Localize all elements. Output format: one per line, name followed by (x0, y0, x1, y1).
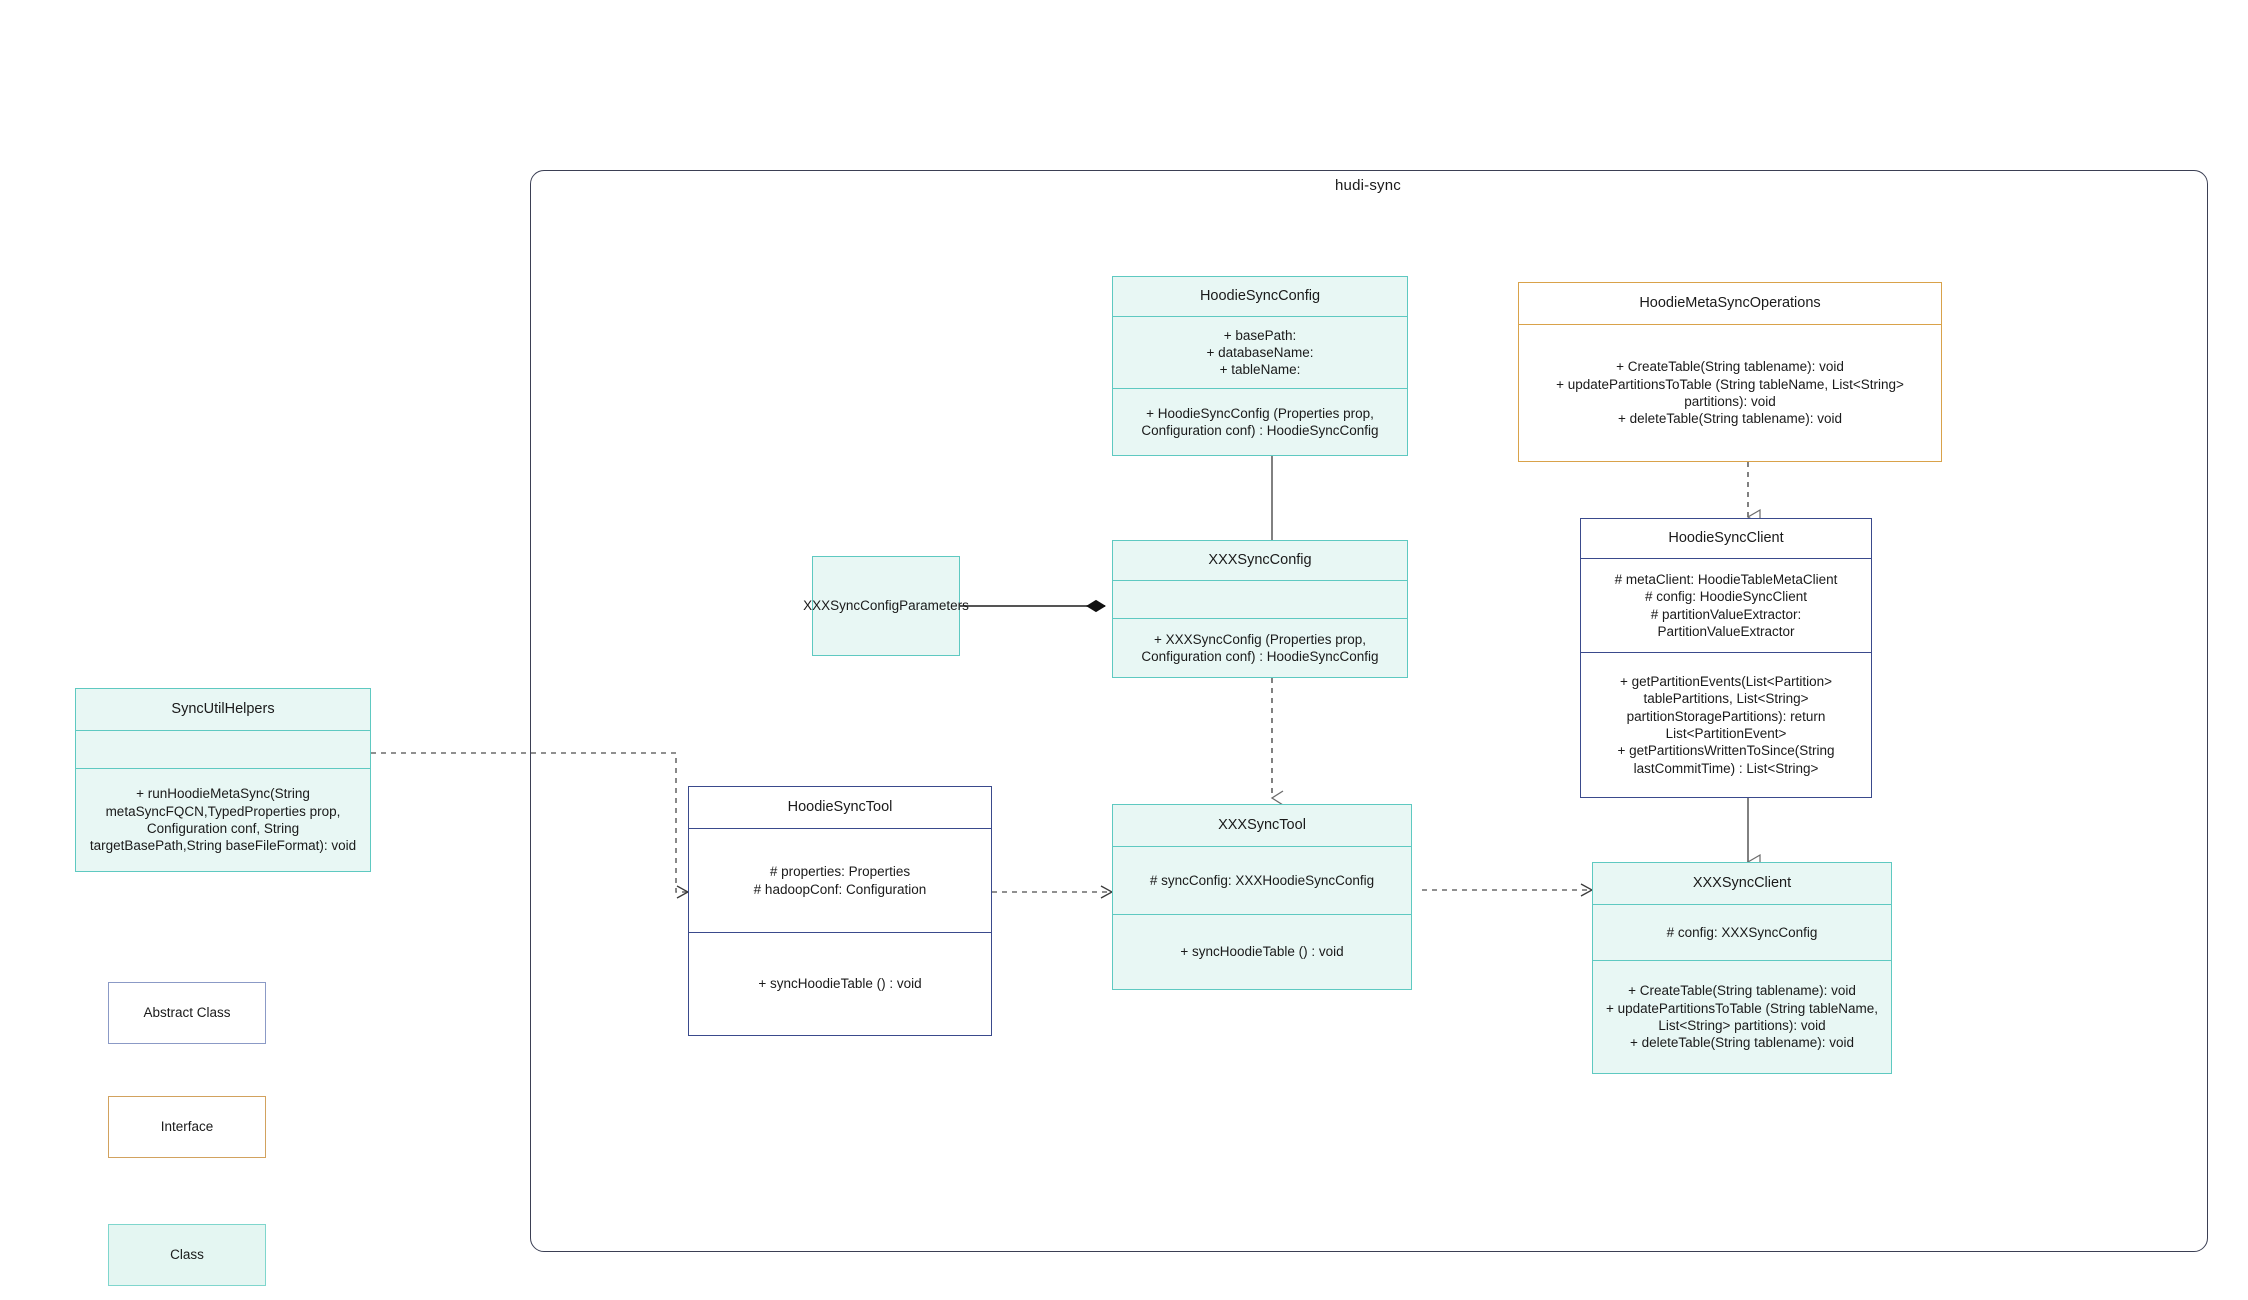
package-title: hudi-sync (1335, 177, 1401, 194)
class-name-xxx-sync-config-parameters: XXXSyncConfigParameters (803, 598, 969, 614)
class-attributes-xxx-sync-client: # config: XXXSyncConfig (1593, 905, 1891, 961)
class-box-xxx-sync-client[interactable]: XXXSyncClient # config: XXXSyncConfig + … (1592, 862, 1892, 1074)
class-box-xxx-sync-config[interactable]: XXXSyncConfig + XXXSyncConfig (Propertie… (1112, 540, 1408, 678)
legend-label-interface: Interface (160, 1119, 214, 1135)
class-name-hoodie-sync-config: HoodieSyncConfig (1113, 277, 1407, 317)
class-operations-hoodie-sync-tool: + syncHoodieTable () : void (758, 976, 922, 992)
class-operations-hoodie-sync-config: + HoodieSyncConfig (Properties prop, Con… (1141, 405, 1379, 438)
class-box-hoodie-sync-config[interactable]: HoodieSyncConfig + basePath: + databaseN… (1112, 276, 1408, 456)
legend-item-class: Class (108, 1224, 266, 1286)
class-box-hoodie-meta-sync-operations[interactable]: HoodieMetaSyncOperations + CreateTable(S… (1518, 282, 1942, 462)
legend-item-abstract-class: Abstract Class (108, 982, 266, 1044)
legend-label-class: Class (170, 1247, 204, 1263)
class-box-xxx-sync-tool[interactable]: XXXSyncTool # syncConfig: XXXHoodieSyncC… (1112, 804, 1412, 990)
class-box-hoodie-sync-client[interactable]: HoodieSyncClient # metaClient: HoodieTab… (1580, 518, 1872, 798)
class-attributes-xxx-sync-config (1113, 581, 1407, 619)
class-attributes-xxx-sync-tool: # syncConfig: XXXHoodieSyncConfig (1113, 847, 1411, 915)
class-name-xxx-sync-config: XXXSyncConfig (1113, 541, 1407, 581)
class-name-hoodie-sync-tool: HoodieSyncTool (689, 787, 991, 829)
class-box-xxx-sync-config-parameters[interactable]: XXXSyncConfigParameters (803, 556, 969, 656)
legend-item-interface: Interface (108, 1096, 266, 1158)
package-hudi-sync (530, 170, 2208, 1252)
class-attributes-hoodie-sync-client: # metaClient: HoodieTableMetaClient # co… (1581, 559, 1871, 653)
class-operations-sync-util-helpers: + runHoodieMetaSync(String metaSyncFQCN,… (89, 786, 357, 854)
class-attributes-sync-util-helpers (76, 731, 370, 769)
class-name-xxx-sync-client: XXXSyncClient (1593, 863, 1891, 905)
class-operations-xxx-sync-config: + XXXSyncConfig (Properties prop, Config… (1141, 631, 1379, 664)
class-operations-hoodie-sync-client: + getPartitionEvents(List<Partition> tab… (1617, 674, 1835, 776)
class-operations-xxx-sync-client: + CreateTable(String tablename): void + … (1605, 983, 1879, 1051)
class-name-hoodie-meta-sync-operations: HoodieMetaSyncOperations (1519, 283, 1941, 325)
class-box-hoodie-sync-tool[interactable]: HoodieSyncTool # properties: Properties … (688, 786, 992, 1036)
class-box-sync-util-helpers[interactable]: SyncUtilHelpers + runHoodieMetaSync(Stri… (75, 688, 371, 872)
legend-label-abstract-class: Abstract Class (143, 1005, 231, 1021)
class-attributes-hoodie-sync-tool: # properties: Properties # hadoopConf: C… (689, 829, 991, 933)
class-operations-xxx-sync-tool: + syncHoodieTable () : void (1180, 944, 1344, 960)
class-operations-hoodie-meta-sync-operations: + CreateTable(String tablename): void + … (1556, 359, 1904, 427)
class-attributes-hoodie-sync-config: + basePath: + databaseName: + tableName: (1113, 317, 1407, 389)
class-name-hoodie-sync-client: HoodieSyncClient (1581, 519, 1871, 559)
class-name-xxx-sync-tool: XXXSyncTool (1113, 805, 1411, 847)
class-name-sync-util-helpers: SyncUtilHelpers (76, 689, 370, 731)
